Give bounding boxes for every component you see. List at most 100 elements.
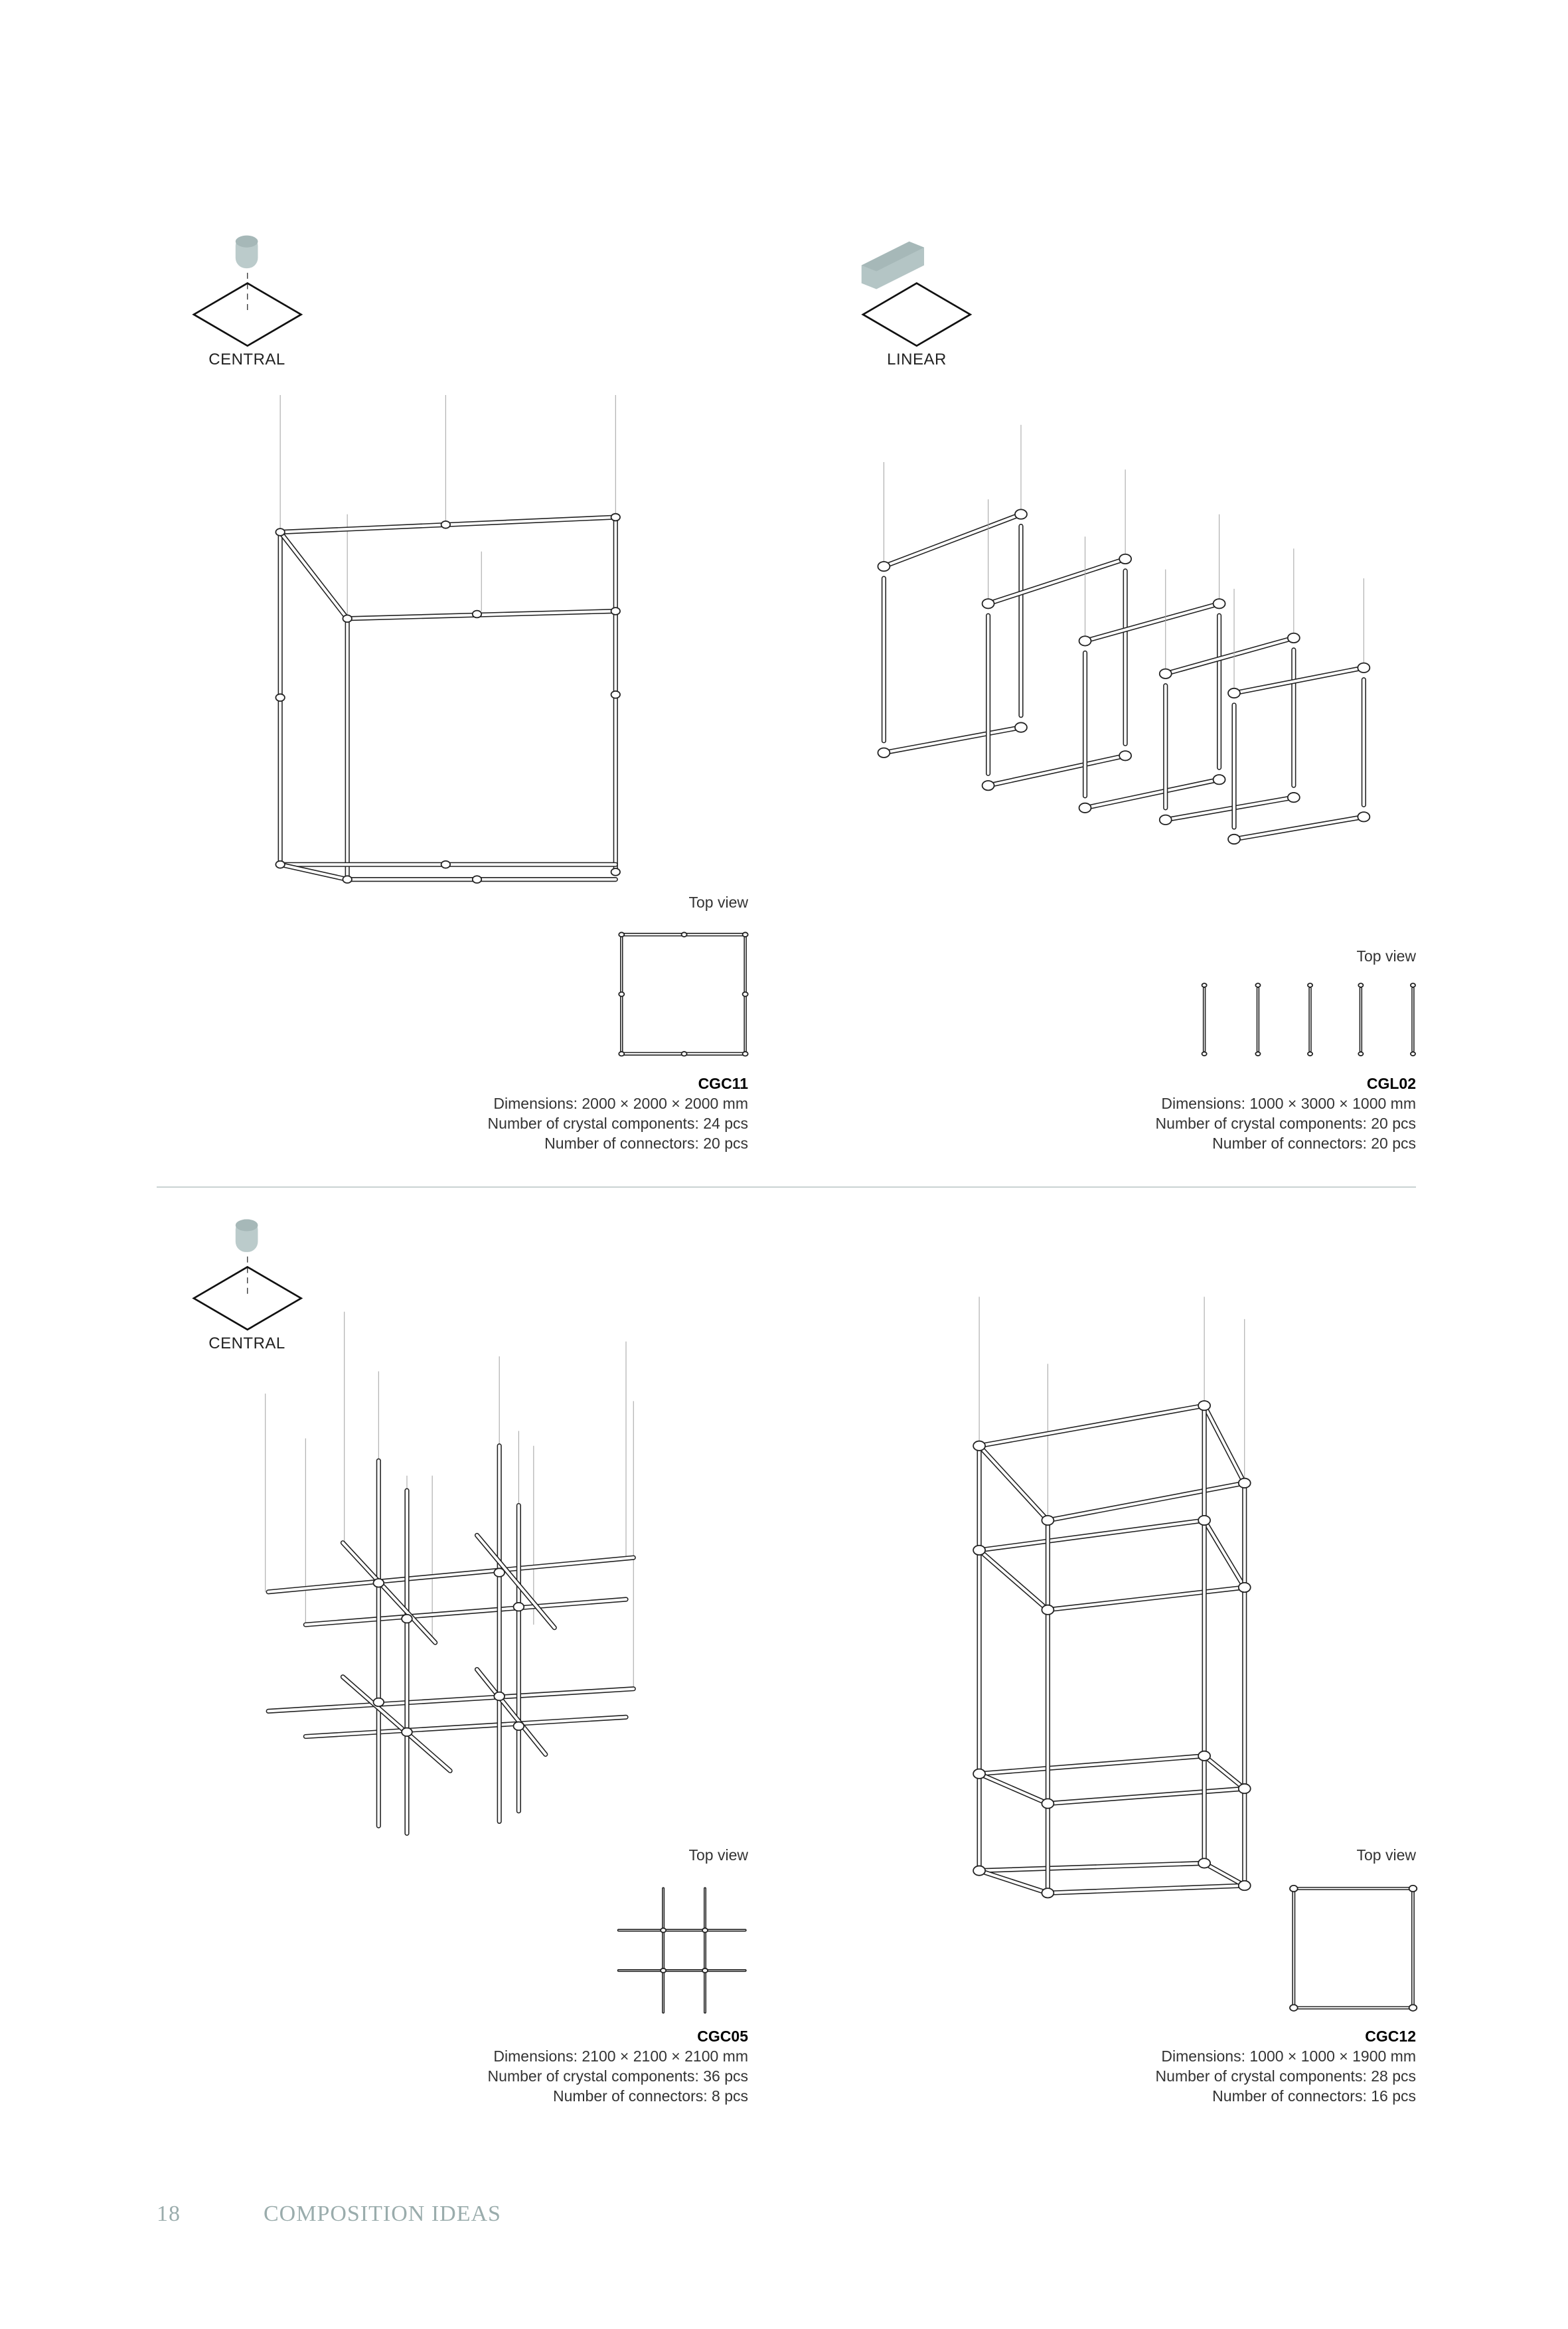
connector bbox=[1041, 1887, 1055, 1899]
connector bbox=[1158, 668, 1172, 679]
connector bbox=[1227, 833, 1241, 845]
connector bbox=[981, 780, 995, 791]
connector bbox=[1119, 750, 1133, 762]
connector bbox=[877, 747, 891, 758]
connector bbox=[1227, 687, 1241, 699]
footer-title: COMPOSITION IDEAS bbox=[264, 2202, 501, 2226]
crystal-rod-inner bbox=[475, 1668, 547, 1756]
crystal-rod-inner bbox=[1083, 778, 1221, 809]
connector bbox=[610, 690, 621, 699]
connector bbox=[973, 1440, 986, 1451]
crystal-rod-inner bbox=[1046, 1884, 1246, 1895]
crystal-rod-inner bbox=[341, 1675, 452, 1773]
crystal-rod-inner bbox=[986, 557, 1127, 605]
crystal-rod-inner bbox=[267, 1556, 635, 1593]
connector bbox=[1212, 598, 1226, 609]
connector bbox=[1289, 1884, 1298, 1893]
crystal-rod-inner bbox=[986, 754, 1127, 787]
connector bbox=[1289, 2004, 1298, 2012]
product-spec-cgl02: CGL02 Dimensions: 1000 × 3000 × 1000 mm … bbox=[951, 1074, 1416, 1153]
connector bbox=[1014, 722, 1028, 733]
connector bbox=[1287, 632, 1300, 643]
connector bbox=[1041, 1798, 1055, 1809]
top-view-label: Top view bbox=[1356, 1846, 1416, 1864]
connector bbox=[1358, 983, 1364, 988]
crystal-rod-inner bbox=[1233, 666, 1366, 695]
connector bbox=[1307, 983, 1314, 988]
connector bbox=[618, 931, 625, 937]
connector bbox=[1307, 1051, 1314, 1057]
connector bbox=[742, 991, 749, 997]
crystal-rod-inner bbox=[279, 863, 349, 881]
dimensions: Dimensions: 2000 × 2000 × 2000 mm bbox=[493, 1095, 748, 1112]
crystal-rod-inner bbox=[341, 1541, 437, 1645]
cgc11-top-view bbox=[618, 931, 749, 1057]
connector bbox=[512, 1721, 525, 1731]
crystal-rod-inner bbox=[978, 1548, 1050, 1611]
cgc05-top-view bbox=[617, 1887, 747, 2014]
connectors: Number of connectors: 8 pcs bbox=[552, 2087, 748, 2105]
connector bbox=[275, 860, 285, 869]
connectors: Number of connectors: 16 pcs bbox=[1212, 2087, 1416, 2105]
crystal-rod-inner bbox=[1164, 636, 1295, 675]
connector bbox=[1119, 553, 1133, 565]
dimensions: Dimensions: 1000 × 3000 × 1000 mm bbox=[1161, 1095, 1416, 1112]
connector bbox=[1041, 1604, 1055, 1615]
connector bbox=[1198, 1400, 1212, 1411]
connector bbox=[680, 1051, 688, 1057]
connector bbox=[618, 1051, 625, 1057]
connector bbox=[440, 520, 451, 529]
product-code: CGC12 bbox=[1365, 2028, 1416, 2045]
connector bbox=[1408, 2004, 1418, 2012]
connector bbox=[1014, 509, 1028, 520]
connector bbox=[1255, 1051, 1261, 1057]
product-code: CGC05 bbox=[697, 2028, 748, 2045]
connector bbox=[1201, 1051, 1208, 1057]
crystal-rod-inner bbox=[304, 1716, 628, 1738]
crystal-rod-inner bbox=[978, 1772, 1050, 1805]
top-view-label: Top view bbox=[688, 894, 748, 911]
cgc12-illustration bbox=[973, 1297, 1251, 1899]
crystal-rod-inner bbox=[279, 530, 349, 620]
connector bbox=[1357, 811, 1371, 823]
cgc12-top-view bbox=[1289, 1884, 1418, 2012]
central-mount-icon bbox=[192, 1219, 303, 1331]
crystal-rod-inner bbox=[1203, 1754, 1246, 1791]
crystal-rod-inner bbox=[882, 513, 1022, 568]
connector bbox=[512, 1602, 525, 1612]
crystal-rod-inner bbox=[267, 1687, 635, 1713]
connector bbox=[1198, 1750, 1212, 1761]
cgl02-illustration bbox=[877, 424, 1371, 845]
crystal-rod-inner bbox=[978, 1862, 1206, 1872]
product-code: CGL02 bbox=[1366, 1075, 1416, 1092]
connector bbox=[702, 1927, 708, 1933]
connector bbox=[1357, 662, 1371, 673]
connector bbox=[1358, 1051, 1364, 1057]
crystal-rod-inner bbox=[1203, 1519, 1246, 1589]
crystal-rod-inner bbox=[1233, 815, 1366, 841]
product-spec-cgc05: CGC05 Dimensions: 2100 × 2100 × 2100 mm … bbox=[283, 2026, 748, 2106]
connector bbox=[493, 1567, 505, 1577]
connectors: Number of connectors: 20 pcs bbox=[544, 1135, 748, 1152]
crystal-components: Number of crystal components: 36 pcs bbox=[487, 2067, 748, 2085]
crystal-rod-inner bbox=[1046, 1586, 1246, 1611]
connector bbox=[1237, 1783, 1251, 1795]
connector bbox=[1237, 1880, 1251, 1891]
connector bbox=[1408, 1884, 1418, 1893]
connector bbox=[1409, 983, 1416, 988]
crystal-rod-inner bbox=[978, 1519, 1206, 1552]
cgl02-top-view bbox=[1201, 983, 1416, 1057]
connectors: Number of connectors: 20 pcs bbox=[1212, 1135, 1416, 1152]
icon-label-linear: LINEAR bbox=[887, 351, 947, 368]
connector bbox=[1198, 1858, 1212, 1869]
connector bbox=[372, 1578, 385, 1588]
connector bbox=[1237, 1477, 1251, 1488]
linear-mount-icon bbox=[861, 241, 973, 347]
crystal-rod-inner bbox=[1164, 796, 1295, 821]
connector bbox=[618, 991, 625, 997]
product-spec-cgc12: CGC12 Dimensions: 1000 × 1000 × 1900 mm … bbox=[951, 2026, 1416, 2106]
connector bbox=[610, 868, 621, 876]
crystal-rod-inner bbox=[1083, 602, 1221, 643]
product-code: CGC11 bbox=[698, 1075, 748, 1092]
top-view-label: Top view bbox=[688, 1846, 748, 1864]
